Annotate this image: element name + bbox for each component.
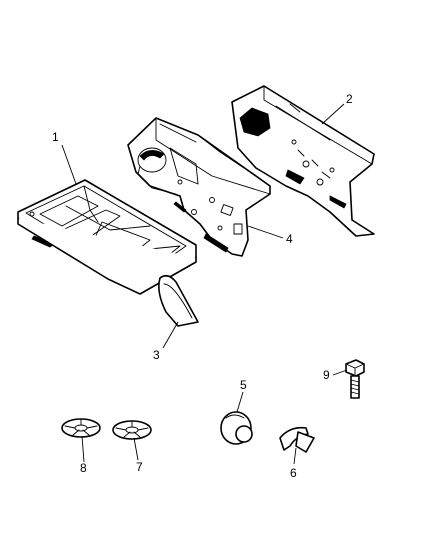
callout-9: 9 — [323, 368, 330, 382]
part-8-push-nut[interactable] — [61, 418, 101, 438]
part-4-dash-silencer[interactable] — [127, 117, 271, 257]
part-6-clip[interactable] — [279, 426, 315, 453]
leader-3 — [162, 321, 179, 349]
leader-8 — [81, 435, 85, 463]
leader-4 — [247, 225, 284, 239]
callout-5: 5 — [240, 378, 247, 392]
part-5-grommet[interactable] — [220, 411, 253, 445]
callout-6: 6 — [290, 466, 297, 480]
leader-9 — [332, 369, 348, 376]
callout-3: 3 — [153, 348, 160, 362]
callout-2: 2 — [346, 92, 353, 106]
callout-4: 4 — [286, 232, 293, 246]
leader-2 — [321, 103, 345, 125]
part-9-bolt[interactable] — [345, 359, 365, 399]
leader-5 — [236, 391, 244, 413]
part-3-side-insulator[interactable] — [158, 274, 199, 327]
callout-7: 7 — [136, 460, 143, 474]
part-1-hood-insulator[interactable] — [17, 179, 197, 295]
part-7-push-nut[interactable] — [112, 420, 152, 440]
leader-6 — [293, 447, 297, 465]
leader-1 — [61, 144, 77, 185]
callout-1: 1 — [52, 130, 59, 144]
callout-labels: 1 2 3 4 5 6 7 8 9 — [52, 92, 353, 480]
callout-8: 8 — [80, 461, 87, 475]
leader-lines — [61, 103, 348, 465]
leader-7 — [133, 437, 139, 461]
part-2-dash-outer-silencer[interactable] — [231, 85, 375, 237]
